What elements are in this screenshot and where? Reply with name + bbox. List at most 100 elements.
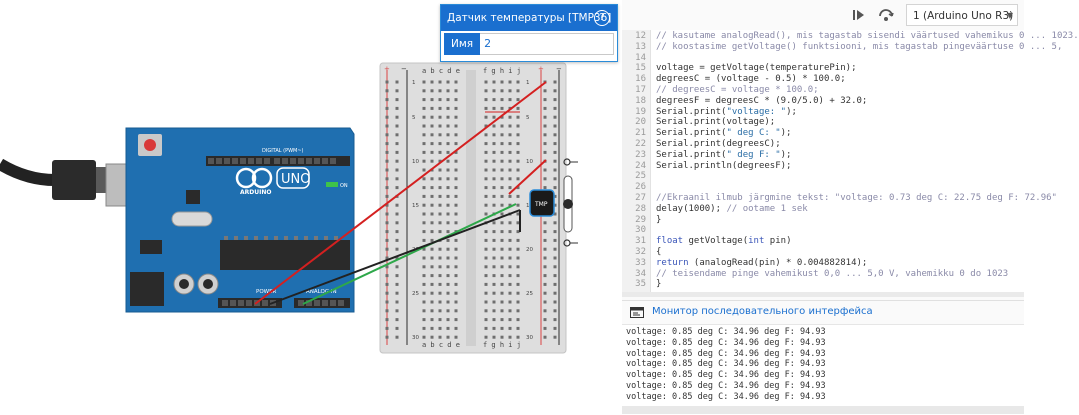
breadboard-columns-right: f g h i j (483, 67, 521, 75)
serial-monitor-header[interactable]: Монитор последовательного интерфейса (622, 300, 1024, 325)
serial-input-bar[interactable] (622, 406, 1024, 414)
device-select[interactable]: 1 (Arduino Uno R3) ▼ (906, 4, 1018, 26)
code-line[interactable]: voltage = getVoltage(temperaturePin); (656, 63, 857, 74)
svg-text:−: − (556, 65, 562, 73)
breadboard-row-number: 25 (412, 291, 419, 297)
serial-output-line: voltage: 0.85 deg C: 34.96 deg F: 94.93 (626, 391, 826, 402)
code-editor[interactable]: 12 // kasutame analogRead(), mis tagastab… (622, 30, 1079, 293)
serial-output-line: voltage: 0.85 deg C: 34.96 deg F: 94.93 (626, 337, 826, 348)
breadboard-row-number: 10 (526, 159, 533, 165)
code-line[interactable]: } (656, 214, 662, 225)
step-icon[interactable] (848, 6, 868, 24)
breadboard-row-number: 5 (412, 115, 416, 121)
code-line[interactable]: Serial.println(degreesF); (656, 160, 792, 171)
name-input[interactable]: 2 (480, 33, 614, 55)
tmp36-sensor[interactable]: TMP (529, 189, 555, 217)
code-line[interactable]: degreesF = degreesC * (9.0/5.0) + 32.0; (656, 95, 868, 106)
breadboard-row-number: 20 (526, 247, 533, 253)
code-line[interactable]: // kasutame analogRead(), mis tagastab s… (656, 31, 1079, 41)
code-line[interactable]: Serial.print(voltage); (656, 117, 776, 128)
breadboard-row-number: 15 (412, 203, 419, 209)
line-number: 12 (635, 31, 646, 41)
name-label: Имя (444, 33, 481, 55)
on-label: ON (340, 183, 348, 189)
device-select-value: 1 (Arduino Uno R3) (913, 10, 1014, 22)
circuit-canvas[interactable]: DIGITAL (PWM~) ARDUINO UNO ON (0, 0, 622, 414)
code-line[interactable]: //Ekraanil ilmub järgmine tekst: "voltag… (656, 193, 1057, 203)
breadboard-row-number: 10 (412, 159, 419, 165)
code-line[interactable]: return (analogRead(pin) * 0.004882814); (656, 257, 868, 268)
chevron-down-icon: ▼ (1006, 11, 1013, 20)
breadboard[interactable]: + − + − a b c d e f g h i j a b c d e f … (379, 62, 567, 354)
line-number: 22 (635, 139, 646, 149)
line-number: 13 (635, 41, 646, 52)
serial-monitor-icon (630, 307, 644, 318)
green-wire-a0[interactable] (302, 203, 517, 305)
serial-output-line: voltage: 0.85 deg C: 34.96 deg F: 94.93 (626, 370, 826, 381)
svg-text:−: − (401, 65, 407, 73)
code-scrollbar[interactable] (622, 292, 1024, 297)
code-line[interactable]: Serial.print(" deg F: "); (656, 149, 792, 160)
code-line[interactable]: // teisendame pinge vahemikust 0,0 ... 5… (656, 268, 1009, 279)
line-number: 16 (635, 74, 646, 85)
line-number: 14 (635, 52, 646, 63)
help-icon[interactable]: ? (594, 10, 610, 26)
code-line[interactable]: Serial.print(degreesC); (656, 139, 781, 149)
breadboard-row-number: 30 (412, 335, 419, 341)
red-wire-5v[interactable] (254, 81, 547, 305)
breadboard-row-number: 30 (526, 335, 533, 341)
line-number: 32 (635, 247, 646, 257)
serial-output-line: voltage: 0.85 deg C: 34.96 deg F: 94.93 (626, 348, 826, 359)
line-number: 24 (635, 160, 646, 171)
slider-thumb[interactable] (563, 199, 573, 209)
code-line[interactable]: { (656, 247, 662, 257)
on-led (326, 182, 338, 187)
digital-label: DIGITAL (PWM~) (262, 148, 304, 154)
red-wire-sensor[interactable] (508, 159, 547, 195)
line-number: 19 (635, 106, 646, 117)
svg-text:a b c d e: a b c d e (422, 341, 460, 349)
line-number: 33 (635, 257, 646, 268)
code-line[interactable]: Serial.print(" deg C: "); (656, 128, 792, 139)
code-line[interactable]: delay(1000); // ootame 1 sek (656, 203, 808, 214)
line-number: 28 (635, 203, 646, 214)
breadboard-row-number: 25 (526, 291, 533, 297)
line-gutter (622, 30, 651, 293)
line-number: 15 (635, 63, 646, 74)
serial-output-line: voltage: 0.85 deg C: 34.96 deg F: 94.93 (626, 359, 826, 370)
code-line[interactable]: Serial.print("voltage: "); (656, 106, 797, 117)
line-number: 18 (635, 95, 646, 106)
debug-icon[interactable] (876, 6, 896, 24)
arduino-board[interactable]: DIGITAL (PWM~) ARDUINO UNO ON (125, 127, 355, 313)
code-line[interactable]: // koostasime getVoltage() funktsiooni, … (656, 41, 1063, 52)
code-line[interactable]: degreesC = (voltage - 0.5) * 100.0; (656, 74, 846, 85)
atmega-chip (220, 240, 350, 270)
uno-text: UNO (281, 172, 310, 187)
line-number: 30 (635, 225, 646, 236)
serial-output-line: voltage: 0.85 deg C: 34.96 deg F: 94.93 (626, 381, 826, 391)
breadboard-holes (385, 80, 557, 339)
analog-label: ANALOG IN (306, 289, 337, 295)
line-number: 31 (635, 236, 646, 247)
breadboard-row-number: 1 (526, 80, 530, 86)
serial-output-line: voltage: 0.85 deg C: 34.96 deg F: 94.93 (626, 327, 826, 337)
code-line[interactable]: // degreesC = voltage * 100.0; (656, 85, 819, 95)
arduino-logo-text: ARDUINO (240, 189, 271, 196)
black-wire-gnd[interactable] (269, 209, 521, 305)
properties-panel: Датчик температуры [TMP36] ? Имя 2 (440, 4, 618, 62)
line-number: 25 (635, 171, 646, 182)
svg-text:+: + (384, 65, 390, 73)
line-number: 35 (635, 279, 646, 290)
temperature-slider[interactable] (563, 158, 578, 247)
svg-text:+: + (538, 65, 544, 73)
line-number: 17 (635, 85, 646, 95)
wires (254, 81, 547, 305)
code-line[interactable]: float getVoltage(int pin) (656, 236, 792, 247)
breadboard-row-number: 1 (412, 80, 416, 86)
code-line[interactable]: } (656, 279, 662, 290)
properties-header: Датчик температуры [TMP36] ? (441, 5, 617, 31)
line-number: 20 (635, 117, 646, 128)
breadboard-row-number: 5 (526, 115, 530, 121)
line-number: 21 (635, 128, 646, 139)
